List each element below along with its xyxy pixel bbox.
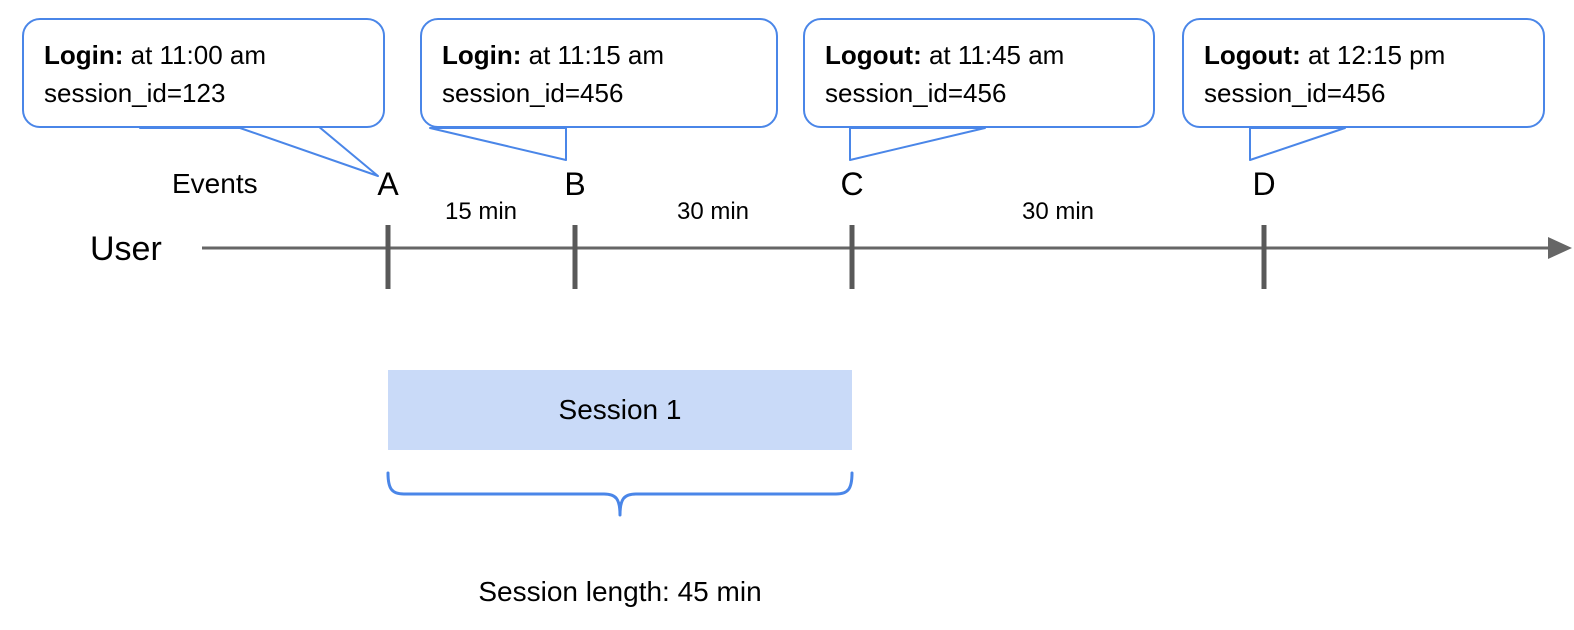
events-lane-label: Events xyxy=(172,168,258,199)
callout-c-event: Logout: xyxy=(825,40,922,70)
tick-label-b: B xyxy=(564,166,586,202)
callout-bubble-a[interactable]: Login: at 11:00 am session_id=123 xyxy=(22,18,385,128)
callout-a-time: at 11:00 am xyxy=(123,40,267,70)
callout-a-line2: session_id=123 xyxy=(44,78,226,108)
session-bar[interactable]: Session 1 xyxy=(388,370,852,450)
callout-bubble-c[interactable]: Logout: at 11:45 am session_id=456 xyxy=(803,18,1155,128)
interval-label-b-c: 30 min xyxy=(676,198,750,225)
callout-b-event: Login: xyxy=(442,40,522,70)
callout-d-time: at 12:15 pm xyxy=(1300,40,1446,70)
callout-c-line1: Logout: at 11:45 am xyxy=(825,36,1133,74)
callout-c-time: at 11:45 am xyxy=(921,40,1065,70)
tick-label-d: D xyxy=(1252,166,1276,202)
callout-c-line2: session_id=456 xyxy=(825,78,1007,108)
callout-bubble-d[interactable]: Logout: at 12:15 pm session_id=456 xyxy=(1182,18,1545,128)
interval-label-a-b: 15 min xyxy=(444,198,518,225)
interval-label-c-d: 30 min xyxy=(1021,198,1095,225)
callout-bubble-b[interactable]: Login: at 11:15 am session_id=456 xyxy=(420,18,778,128)
callout-b-line2: session_id=456 xyxy=(442,78,624,108)
callout-tail-d xyxy=(1249,127,1346,161)
session-brace xyxy=(386,471,854,517)
timeline-axis xyxy=(202,237,1572,259)
callout-a-event: Login: xyxy=(44,40,124,70)
callout-tail-c xyxy=(849,127,986,161)
tick-label-c: C xyxy=(840,166,864,202)
user-lane-label: User xyxy=(90,230,162,268)
callout-b-line1: Login: at 11:15 am xyxy=(442,36,756,74)
session-length-caption: Session length: 45 min xyxy=(478,576,762,607)
callout-d-line1: Logout: at 12:15 pm xyxy=(1204,36,1523,74)
session-bar-label: Session 1 xyxy=(558,394,682,425)
tick-label-a: A xyxy=(377,166,399,202)
callout-a-line1: Login: at 11:00 am xyxy=(44,36,363,74)
callout-d-event: Logout: xyxy=(1204,40,1301,70)
callout-tail-b xyxy=(429,127,567,161)
callout-d-line2: session_id=456 xyxy=(1204,78,1386,108)
callout-b-time: at 11:15 am xyxy=(521,40,665,70)
